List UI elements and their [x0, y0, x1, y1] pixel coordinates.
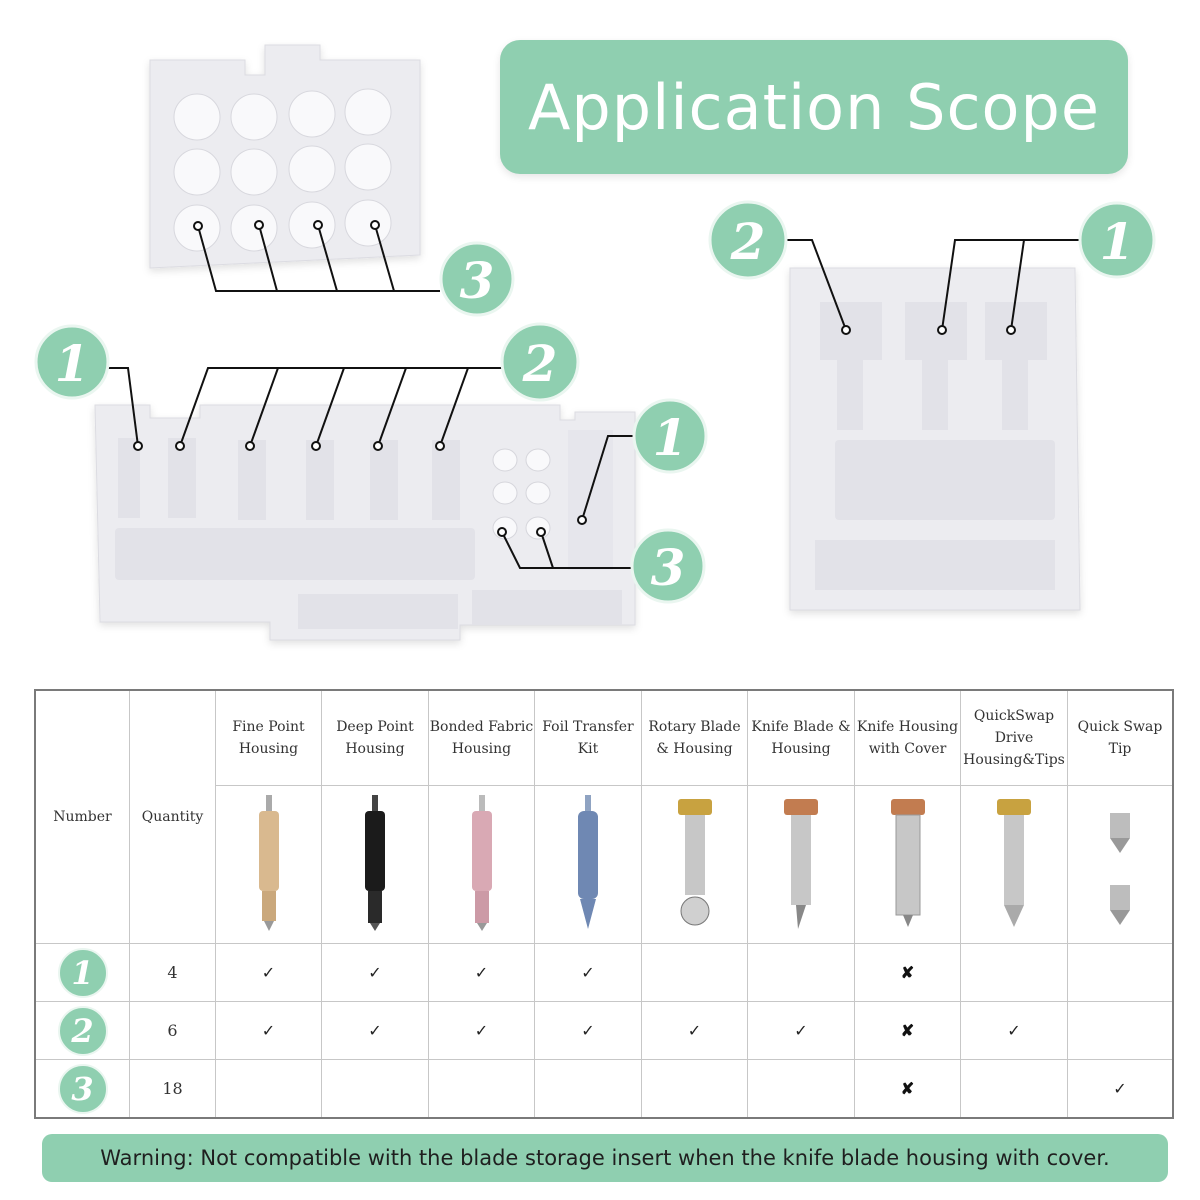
compatible-mark: ✓: [321, 943, 429, 1002]
column-name-row: Number Quantity Fine Point Housing Deep …: [35, 690, 1173, 944]
title-banner: Application Scope: [500, 40, 1128, 174]
svg-text:1: 1: [55, 334, 90, 393]
empty-cell: [960, 1059, 1068, 1118]
row-number-badge: 3: [57, 1063, 108, 1114]
column-header: Bonded Fabric Housing: [428, 690, 535, 786]
quantity-header: Quantity: [129, 690, 216, 944]
tray-main: [94, 404, 636, 641]
warning-banner: Warning: Not compatible with the blade s…: [42, 1134, 1168, 1182]
quantity-cell: 6: [129, 1001, 216, 1060]
empty-cell: [321, 1059, 429, 1118]
callout-badge-1-left: 1: [34, 324, 110, 400]
empty-cell: [1067, 943, 1173, 1002]
tray-three-slot: [789, 267, 1081, 611]
incompatible-mark: ✘: [854, 943, 961, 1002]
empty-cell: [747, 943, 855, 1002]
svg-text:2: 2: [522, 334, 558, 393]
compatible-mark: ✓: [641, 1001, 748, 1060]
leader-lines-right: [785, 239, 1080, 335]
tray-illustration: 3 1 2 1 3 2 1: [34, 44, 1156, 641]
compatible-mark: ✓: [215, 1001, 322, 1060]
compatible-mark: ✓: [534, 1001, 642, 1060]
column-header: Knife Housing with Cover: [854, 690, 961, 786]
callout-badge-2-main: 2: [500, 322, 580, 402]
rotary-blade-housing-icon: [641, 785, 748, 944]
fine-point-housing-icon: [215, 785, 322, 944]
empty-cell: [215, 1059, 322, 1118]
column-header: Deep Point Housing: [321, 690, 429, 786]
svg-text:3: 3: [460, 251, 495, 310]
empty-cell: [960, 943, 1068, 1002]
callout-badge-3-top: 3: [439, 241, 515, 317]
row-number-badge: 1: [57, 947, 108, 998]
compatible-mark: ✓: [534, 943, 642, 1002]
quantity-cell: 4: [129, 943, 216, 1002]
callout-badge-3-main: 3: [630, 528, 706, 604]
deep-point-housing-icon: [321, 785, 429, 944]
row-number-badge: 2: [57, 1005, 108, 1056]
callout-badge-2-right: 2: [708, 200, 788, 280]
quickswap-drive-housing-icon: [960, 785, 1068, 944]
column-header: Foil Transfer Kit: [534, 690, 642, 786]
incompatible-mark: ✘: [854, 1059, 961, 1118]
column-header: Rotary Blade & Housing: [641, 690, 748, 786]
compatible-mark: ✓: [428, 1001, 535, 1060]
foil-transfer-kit-icon: [534, 785, 642, 944]
empty-cell: [428, 1059, 535, 1118]
column-header: QuickSwap Drive Housing&Tips: [960, 690, 1068, 786]
quantity-cell: 18: [129, 1059, 216, 1118]
svg-text:1: 1: [653, 408, 688, 467]
compatible-mark: ✓: [321, 1001, 429, 1060]
column-header: Quick Swap Tip: [1067, 690, 1173, 786]
compatibility-table: Number Quantity Fine Point Housing Deep …: [34, 689, 1174, 1119]
empty-cell: [641, 1059, 748, 1118]
knife-blade-housing-icon: [747, 785, 855, 944]
compatible-mark: ✓: [960, 1001, 1068, 1060]
empty-cell: [1067, 1001, 1173, 1060]
row-number-cell: 1: [35, 943, 130, 1002]
column-header: Knife Blade & Housing: [747, 690, 855, 786]
compatible-mark: ✓: [215, 943, 322, 1002]
row-number-cell: 3: [35, 1059, 130, 1118]
empty-cell: [534, 1059, 642, 1118]
quick-swap-tip-icon: [1067, 785, 1173, 944]
number-header: Number: [35, 690, 130, 944]
tray-twelve-hole: [149, 44, 421, 269]
svg-text:2: 2: [730, 212, 766, 271]
empty-cell: [747, 1059, 855, 1118]
bonded-fabric-housing-icon: [428, 785, 535, 944]
empty-cell: [641, 943, 748, 1002]
callout-badge-1-main: 1: [632, 398, 708, 474]
row-number-cell: 2: [35, 1001, 130, 1060]
page-title: Application Scope: [527, 70, 1100, 144]
callout-badge-1-right: 1: [1078, 201, 1156, 279]
leader-lines-3-top: [193, 220, 440, 292]
compatible-mark: ✓: [428, 943, 535, 1002]
svg-text:1: 1: [1100, 212, 1135, 271]
column-header: Fine Point Housing: [215, 690, 322, 786]
incompatible-mark: ✘: [854, 1001, 961, 1060]
knife-housing-cover-icon: [854, 785, 961, 944]
table-row: 3 18 ✘ ✓: [35, 1059, 1173, 1118]
svg-text:3: 3: [651, 538, 686, 597]
compatible-mark: ✓: [747, 1001, 855, 1060]
compatible-mark: ✓: [1067, 1059, 1173, 1118]
leader-lines-main: [108, 367, 636, 569]
